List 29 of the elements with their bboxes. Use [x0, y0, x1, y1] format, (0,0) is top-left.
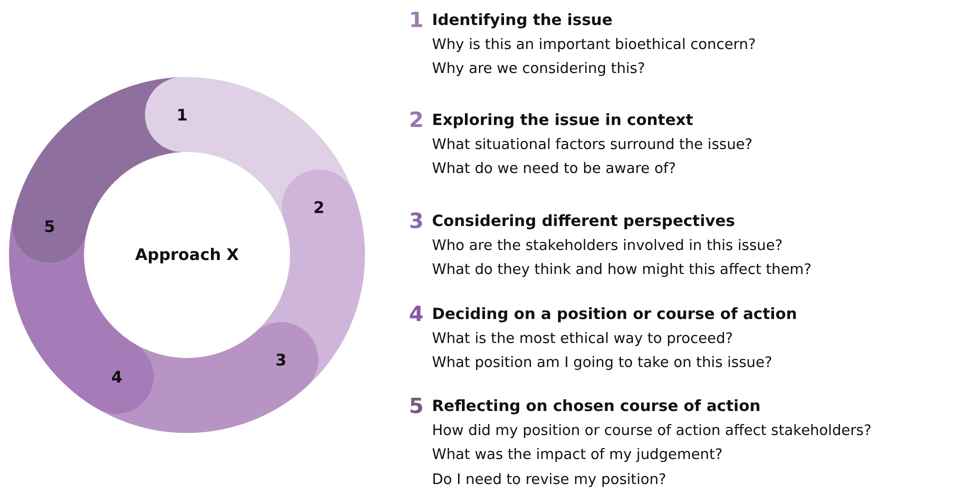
- step-number: 5: [44, 216, 56, 236]
- ring-segment: [145, 77, 354, 220]
- step-heading: Identifying the issue: [432, 10, 612, 31]
- question-text: What do we need to be aware of?: [432, 160, 676, 179]
- question-text: What is the most ethical way to proceed?: [432, 330, 734, 348]
- step-number: 5: [409, 395, 424, 417]
- step-number: 3: [275, 350, 287, 370]
- question-text: What position am I going to take on this issue?: [432, 354, 772, 373]
- question-text: Why are we considering this?: [432, 60, 646, 79]
- step-heading: Exploring the issue in context: [432, 110, 694, 131]
- question-text: How did my position or course of action affect stakeholders?: [432, 422, 872, 440]
- step-number: 4: [409, 303, 424, 325]
- question-text: Why is this an important bioethical concern?: [432, 36, 756, 54]
- step-number: 2: [313, 198, 325, 217]
- question-text: What do they think and how might this affect them?: [432, 261, 812, 280]
- question-text: What was the impact of my judgement?: [432, 446, 723, 465]
- step-heading: Considering different perspectives: [432, 211, 735, 232]
- ring-segment: [256, 169, 365, 388]
- step-number: 2: [409, 109, 424, 131]
- question-text: What situational factors surround the issue?: [432, 136, 753, 154]
- step-heading: Reflecting on chosen course of action: [432, 396, 760, 417]
- center-title: Approach X: [134, 244, 240, 266]
- question-text: Who are the stakeholders involved in this issue?: [432, 236, 783, 256]
- question-text: Do I need to revise my position?: [432, 470, 666, 490]
- step-number: 1: [409, 9, 424, 31]
- step-number: 4: [111, 368, 122, 387]
- step-number: 1: [176, 106, 188, 125]
- step-heading: Deciding on a position or course of action: [432, 304, 798, 325]
- step-number: 3: [409, 210, 424, 232]
